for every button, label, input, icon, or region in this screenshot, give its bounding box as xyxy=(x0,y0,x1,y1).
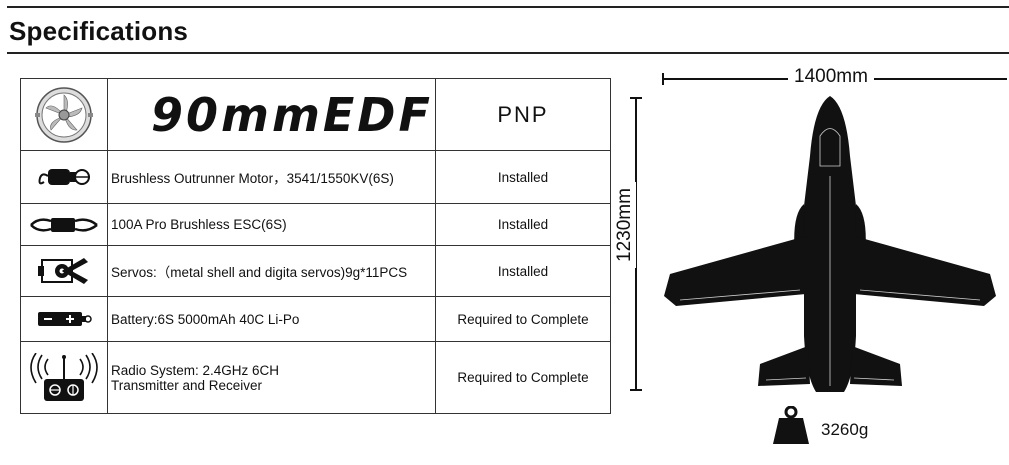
servo-icon xyxy=(20,245,108,297)
page-title: Specifications xyxy=(9,16,189,46)
length-dimension-line xyxy=(630,97,642,391)
spec-description-line: Radio System: 2.4GHz 6CH xyxy=(111,362,280,378)
spec-status: Required to Complete xyxy=(435,296,611,342)
version-cell: PNP xyxy=(435,78,611,151)
table-row: Brushless Outrunner Motor，3541/1550KV(6S… xyxy=(20,150,611,204)
spec-description: 100A Pro Brushless ESC(6S) xyxy=(107,203,436,246)
spec-description: Battery:6S 5000mAh 40C Li-Po xyxy=(107,296,436,342)
spec-status: Installed xyxy=(435,245,611,297)
length-label: 1230mm xyxy=(614,182,636,268)
table-row-header: 90mmEDF PNP xyxy=(20,78,611,151)
product-name: 90mmEDF xyxy=(151,87,433,142)
weight-icon xyxy=(773,406,809,444)
table-row: 100A Pro Brushless ESC(6S) Installed xyxy=(20,203,611,246)
weight-label: 3260g xyxy=(821,420,869,439)
esc-icon xyxy=(20,203,108,246)
spec-description: Radio System: 2.4GHz 6CH Transmitter and… xyxy=(107,341,436,414)
table-row: Battery:6S 5000mAh 40C Li-Po Required to… xyxy=(20,296,611,342)
spec-description: Brushless Outrunner Motor，3541/1550KV(6S… xyxy=(107,150,436,204)
product-name-cell: 90mmEDF xyxy=(107,78,436,151)
table-row: Servos:（metal shell and digita servos)9g… xyxy=(20,245,611,297)
jet-aircraft-silhouette xyxy=(664,96,996,392)
spec-table: 90mmEDF PNP Brushless Outrunner Motor，35… xyxy=(20,78,611,414)
spec-status: Installed xyxy=(435,150,611,204)
motor-icon xyxy=(20,150,108,204)
top-rule xyxy=(7,6,1009,8)
spec-status: Required to Complete xyxy=(435,341,611,414)
wingspan-label: 1400mm xyxy=(788,66,874,88)
spec-description: Servos:（metal shell and digita servos)9g… xyxy=(107,245,436,297)
radio-transmitter-icon xyxy=(20,341,108,414)
spec-description-line: Transmitter and Receiver xyxy=(111,377,263,393)
spec-status: Installed xyxy=(435,203,611,246)
table-row: Radio System: 2.4GHz 6CH Transmitter and… xyxy=(20,341,611,414)
edf-fan-icon xyxy=(20,78,108,151)
title-rule xyxy=(7,52,1009,54)
version-label: PNP xyxy=(497,101,549,127)
battery-icon xyxy=(20,296,108,342)
